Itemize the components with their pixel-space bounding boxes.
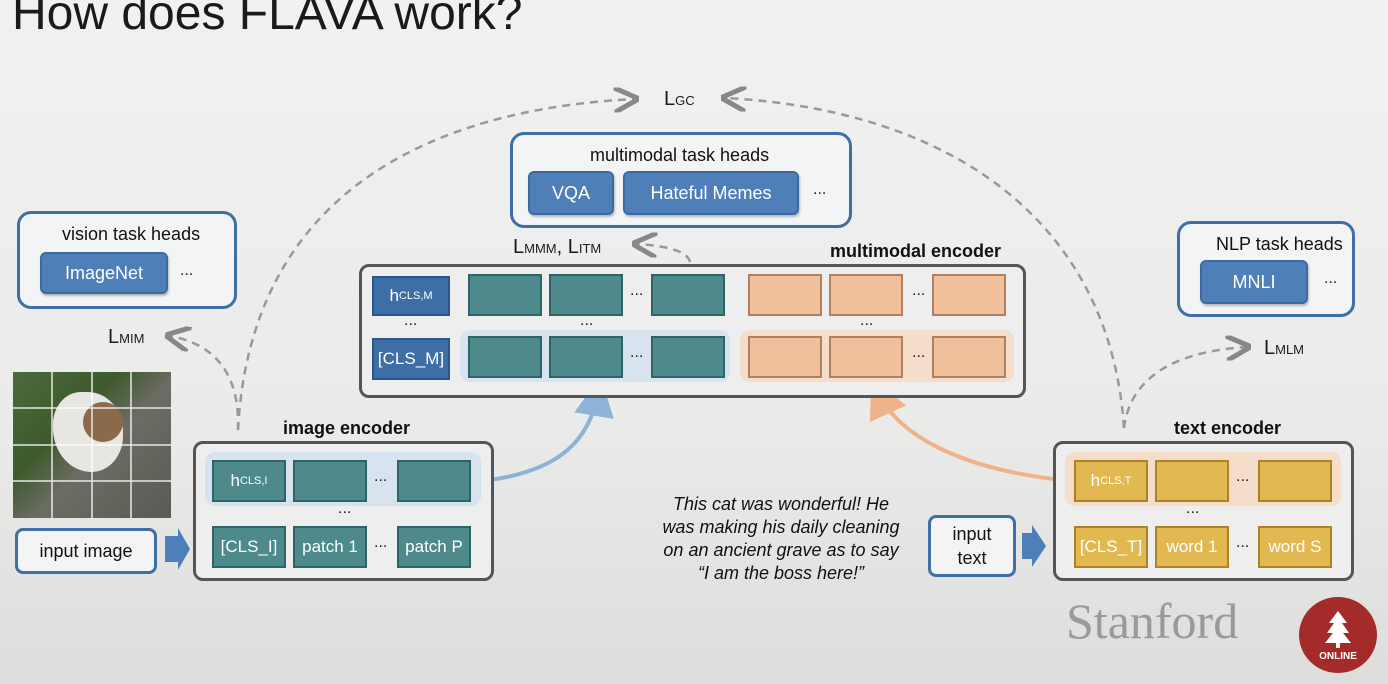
cat-photo — [13, 372, 171, 518]
loss-mlm: LMLM — [1264, 337, 1305, 359]
image-patch-1: patch 1 — [293, 526, 367, 568]
vision-task-heads-panel: vision task heads ImageNet ... — [17, 211, 237, 309]
multimodal-encoder-title: multimodal encoder — [830, 241, 1002, 261]
ellipsis: ... — [630, 344, 644, 361]
vision-heads-more: ... — [180, 262, 194, 279]
multimodal-image-output — [651, 274, 725, 316]
input-text-label: input text — [928, 515, 1016, 577]
vision-task-heads-title: vision task heads — [62, 224, 201, 244]
loss-gc: LGC — [664, 88, 695, 110]
multimodal-text-input — [748, 336, 822, 378]
nlp-task-heads-title: NLP task heads — [1216, 234, 1343, 254]
caption-line: was making his daily cleaning — [662, 517, 900, 537]
image-encoder-title: image encoder — [283, 418, 411, 438]
nlp-task-heads-panel: NLP task heads MNLI ... — [1177, 221, 1355, 317]
text-output-token — [1258, 460, 1332, 502]
multimodal-image-output — [468, 274, 542, 316]
multimodal-text-input — [932, 336, 1006, 378]
multimodal-image-input — [468, 336, 542, 378]
image-cls-token: [CLS_I] — [212, 526, 286, 568]
multimodal-text-output — [829, 274, 903, 316]
ellipsis: ... — [374, 534, 388, 551]
input-text-line: text — [957, 548, 987, 568]
input-text-line: input — [952, 524, 992, 544]
ellipsis: ... — [374, 468, 388, 485]
multimodal-image-output — [549, 274, 623, 316]
ellipsis: ... — [1186, 500, 1200, 517]
multimodal-task-heads-title: multimodal task heads — [590, 145, 770, 165]
ellipsis: ... — [1236, 534, 1250, 551]
input-image-label: input image — [15, 528, 157, 574]
multimodal-text-output — [748, 274, 822, 316]
text-word-1: word 1 — [1155, 526, 1229, 568]
ellipsis: ... — [860, 312, 874, 329]
loss-mmm-itm: LMMM, LITM — [513, 236, 602, 258]
tree-icon — [1325, 610, 1351, 648]
multimodal-image-input — [549, 336, 623, 378]
caption-line: “I am the boss here!” — [697, 563, 865, 583]
ellipsis: ... — [912, 282, 926, 299]
loss-mim: LMIM — [108, 326, 145, 348]
multimodal-heads-more: ... — [813, 181, 827, 198]
multimodal-image-input — [651, 336, 725, 378]
multimodal-task-heads-panel: multimodal task heads VQA Hateful Memes … — [510, 132, 852, 228]
caption-line: on an ancient grave as to say — [663, 540, 899, 560]
patch-grid — [13, 372, 171, 518]
caption-line: This cat was wonderful! He — [672, 494, 890, 514]
imagenet-head: ImageNet — [40, 252, 168, 294]
input-caption: This cat was wonderful! He was making hi… — [636, 493, 926, 585]
text-word-s: word S — [1258, 526, 1332, 568]
hateful-memes-head: Hateful Memes — [623, 171, 799, 215]
multimodal-text-output — [932, 274, 1006, 316]
nlp-heads-more: ... — [1324, 270, 1338, 287]
multimodal-text-input — [829, 336, 903, 378]
ellipsis: ... — [338, 500, 352, 517]
stanford-online-seal: ONLINE — [1299, 597, 1377, 673]
ellipsis: ... — [1236, 468, 1250, 485]
ellipsis: ... — [630, 282, 644, 299]
vqa-head: VQA — [528, 171, 614, 215]
text-output-token — [1155, 460, 1229, 502]
stanford-wordmark: Stanford — [1066, 593, 1239, 649]
text-encoder-title: text encoder — [1174, 418, 1282, 438]
ellipsis: ... — [404, 312, 418, 329]
image-patch-p: patch P — [397, 526, 471, 568]
ellipsis: ... — [912, 344, 926, 361]
slide-title: How does FLAVA work? — [12, 0, 523, 40]
image-output-token — [293, 460, 367, 502]
image-output-token — [397, 460, 471, 502]
seal-label: ONLINE — [1319, 650, 1357, 662]
mnli-head: MNLI — [1200, 260, 1308, 304]
multimodal-cls-token: [CLS_M] — [372, 338, 450, 380]
ellipsis: ... — [580, 312, 594, 329]
text-cls-token: [CLS_T] — [1074, 526, 1148, 568]
